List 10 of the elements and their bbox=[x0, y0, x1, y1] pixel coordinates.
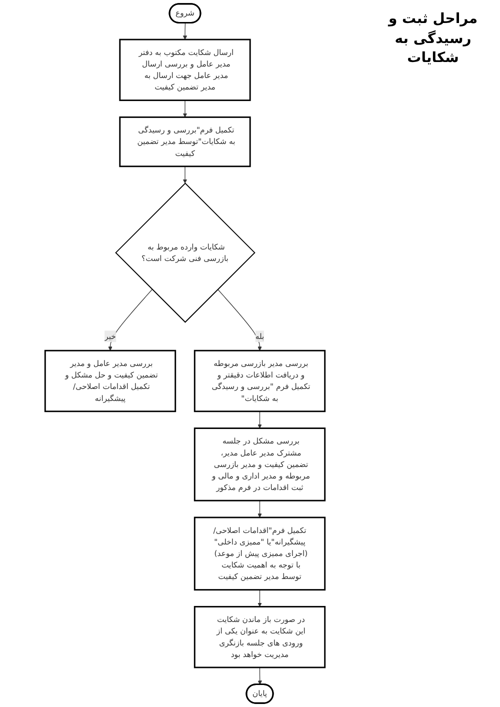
arrow bbox=[258, 590, 262, 607]
arrow bbox=[182, 22, 188, 40]
arrow bbox=[217, 289, 262, 351]
arrow bbox=[182, 100, 188, 118]
arrow bbox=[258, 667, 262, 685]
title: مراحل ثبت و رسیدگی به شکایات bbox=[387, 10, 478, 68]
arrow bbox=[258, 500, 262, 518]
arrow bbox=[258, 411, 262, 428]
arrow bbox=[182, 166, 188, 184]
arrow bbox=[108, 289, 153, 351]
